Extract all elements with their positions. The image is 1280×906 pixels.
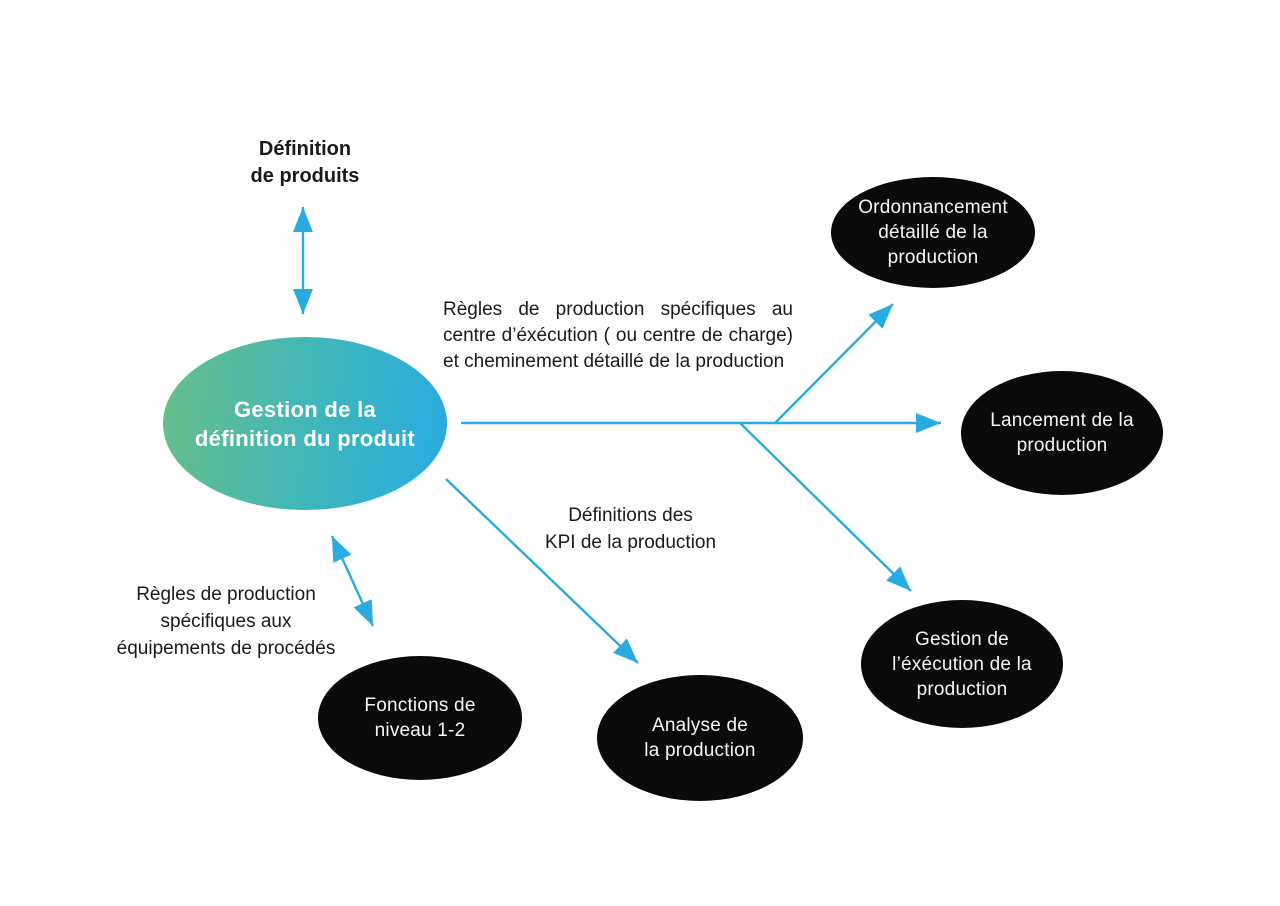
label-definition-produits: Définition de produits	[250, 138, 360, 187]
node-ordonnancement: Ordonnancement détaillé de la production	[831, 177, 1035, 288]
node-gestion-execution: Gestion de l’éxécution de la production	[861, 600, 1063, 728]
arrow-to-gestion-execution	[739, 422, 912, 592]
node-lancement: Lancement de la production	[961, 371, 1163, 495]
label-definitions-kpi: Définitions des KPI de la production	[544, 505, 717, 553]
label-regles-equipements: Règles de production spécifiques aux équ…	[116, 584, 336, 659]
arrow-to-analyse	[445, 478, 639, 664]
label-regles-centre-execution: Règles de production spécifiques au cent…	[443, 299, 793, 372]
node-fonctions-niveau: Fonctions de niveau 1-2	[318, 656, 522, 780]
arrow-fonctions-niveau	[330, 535, 375, 627]
node-gestion-definition-produit: Gestion de la définition du produit	[163, 337, 447, 510]
node-analyse: Analyse de la production	[597, 675, 803, 801]
arrow-to-ordonnancement	[774, 303, 894, 424]
